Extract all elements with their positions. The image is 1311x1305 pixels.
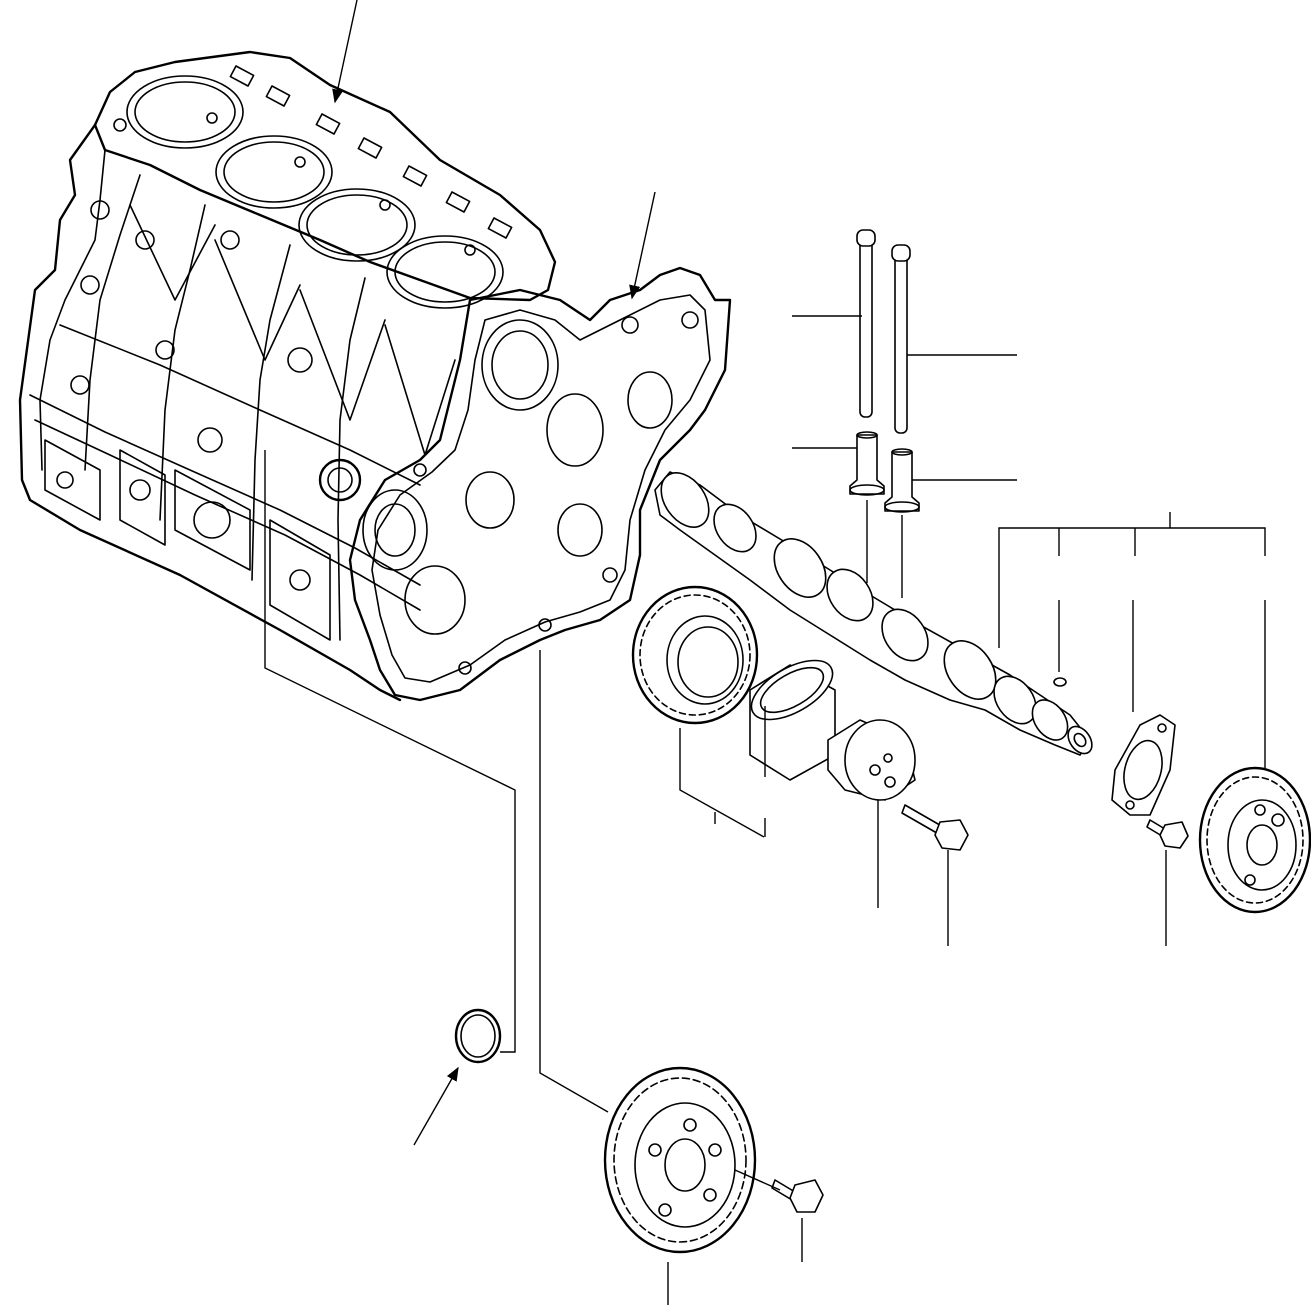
arrow-block (332, 0, 358, 104)
bolt (771, 804, 1189, 1213)
push-rod (856, 229, 911, 434)
leader-lines (264, 0, 1266, 1305)
thrust-plate (1111, 714, 1176, 816)
arrow-front-plate (629, 191, 656, 300)
tappet (849, 431, 920, 513)
camshaft (654, 471, 1093, 756)
front-plate (348, 266, 732, 702)
idler-gear (631, 585, 759, 725)
idler-bushing (749, 659, 836, 781)
cylinder-block (18, 50, 557, 702)
o-ring (454, 1008, 502, 1064)
crank-gear (603, 1066, 757, 1254)
camshaft-gear (1198, 766, 1311, 914)
arrow-o-ring (413, 1066, 459, 1146)
idler-shaft (827, 719, 916, 801)
